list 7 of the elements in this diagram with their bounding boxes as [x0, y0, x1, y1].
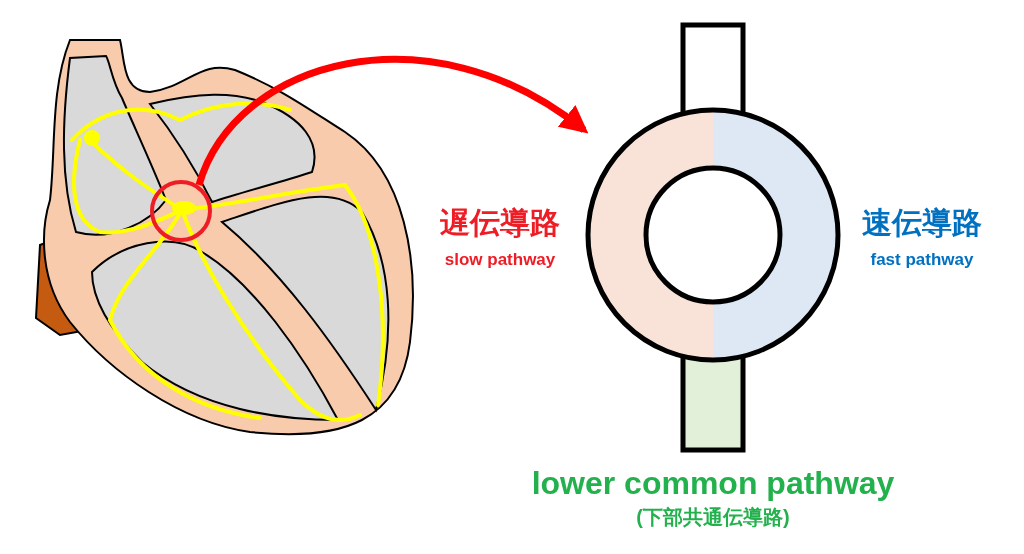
pathway-label: slow pathway: [444, 251, 556, 268]
highlight-circle: [150, 180, 212, 242]
pathway-label: fast pathway: [870, 251, 974, 268]
curved-arrow: [195, 56, 589, 187]
pathway-label: (下部共通伝導路): [636, 507, 790, 527]
pathway-label: 遅伝導路: [440, 208, 560, 238]
pathway-label: lower common pathway: [531, 467, 895, 499]
